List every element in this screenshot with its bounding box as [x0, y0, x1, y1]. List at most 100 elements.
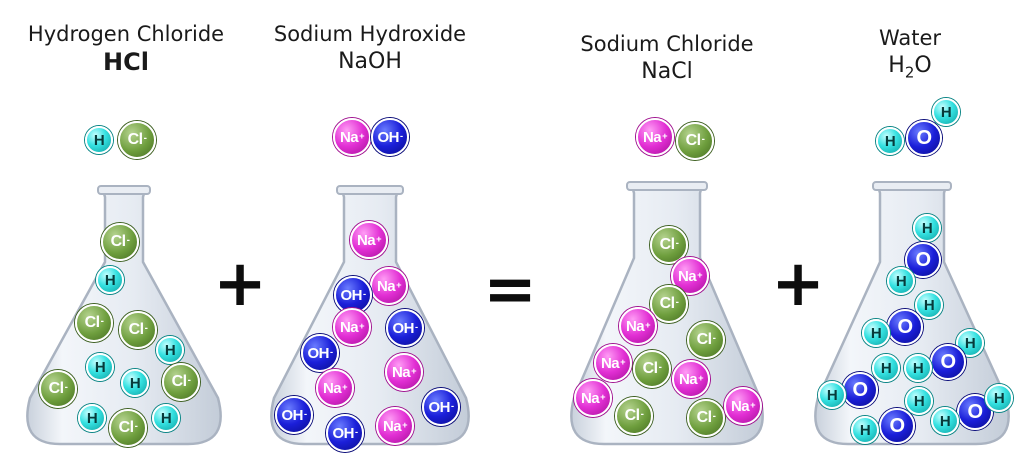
ion-symbol: Na: [625, 317, 645, 335]
hydroxide-ion: OH-: [301, 334, 339, 372]
heading-naoh: Sodium Hydroxide NaOH: [250, 20, 490, 76]
ion-symbol: Cl: [696, 409, 713, 426]
ion-symbol: OH: [340, 286, 362, 304]
chloride-ion: Cl-: [109, 409, 147, 447]
compound-name: Sodium Hydroxide: [273, 22, 467, 46]
ion-symbol: H: [826, 386, 838, 404]
ion-symbol: H: [86, 409, 98, 427]
ion-symbol: H: [880, 359, 892, 377]
oxygen-atom: O: [879, 408, 915, 444]
hydrogen-ion: H: [905, 387, 933, 415]
ion-symbol: O: [897, 315, 913, 338]
ion-symbol: O: [916, 126, 932, 149]
sodium-ion: Na+: [636, 118, 674, 156]
hydrogen-ion: H: [932, 98, 960, 126]
ion-symbol: OH: [332, 424, 354, 442]
ion-symbol: Na: [322, 379, 342, 397]
ion-symbol: H: [923, 296, 935, 314]
compound-formula: H2O: [888, 53, 932, 82]
heading-hcl: Hydrogen Chloride HCl: [6, 20, 246, 76]
ion-symbol: Cl: [696, 331, 713, 348]
ion-symbol: Cl: [624, 407, 641, 424]
hydrogen-ion: H: [851, 416, 879, 444]
ion-symbol: H: [129, 374, 141, 392]
compound-formula: HCl: [103, 48, 149, 76]
sodium-ion: Na+: [350, 221, 388, 259]
ion-symbol: Cl: [659, 236, 676, 253]
hydroxide-ion: OH-: [326, 414, 364, 452]
ion-symbol: O: [940, 350, 956, 373]
hydrogen-ion: H: [985, 384, 1013, 412]
oxygen-atom: O: [905, 242, 941, 278]
hydrogen-ion: H: [86, 353, 114, 381]
ion-symbol: OH: [307, 344, 329, 362]
chloride-ion: Cl-: [39, 370, 77, 408]
ion-symbol: Cl: [642, 360, 659, 377]
chloride-ion: Cl-: [118, 121, 156, 159]
compound-name: Water: [878, 26, 942, 50]
equals-sign: =: [483, 253, 537, 327]
plus-sign: +: [213, 247, 267, 321]
ion-symbol: Cl: [84, 314, 101, 331]
chloride-ion: Cl-: [162, 363, 200, 401]
sodium-ion: Na+: [574, 379, 612, 417]
hydrogen-ion: H: [96, 266, 124, 294]
hydrogen-ion: H: [913, 214, 941, 242]
ion-symbol: O: [852, 378, 868, 401]
hydroxide-ion: OH-: [422, 388, 460, 426]
ion-symbol: Na: [678, 370, 698, 388]
sodium-ion: Na+: [385, 353, 423, 391]
ion-symbol: Na: [356, 231, 376, 249]
ion-symbol: O: [915, 248, 931, 271]
ion-symbol: H: [913, 392, 925, 410]
hydrogen-ion: H: [152, 404, 180, 432]
hydroxide-ion: OH-: [334, 276, 372, 314]
oxygen-atom: O: [930, 344, 966, 380]
plus-sign: +: [771, 247, 825, 321]
ion-symbol: Cl: [118, 419, 135, 436]
oxygen-atom: O: [906, 120, 942, 156]
chloride-ion: Cl-: [687, 399, 725, 437]
ion-symbol: Na: [391, 363, 411, 381]
sodium-ion: Na+: [724, 387, 762, 425]
ion-symbol: Cl: [659, 295, 676, 312]
ion-symbol: O: [889, 414, 905, 437]
ion-symbol: Na: [580, 389, 600, 407]
ion-symbol: Na: [376, 277, 396, 295]
ion-symbol: Na: [730, 397, 750, 415]
ion-symbol: Na: [382, 417, 402, 435]
ion-symbol: H: [164, 341, 176, 359]
heading-nacl: Sodium Chloride NaCl: [547, 30, 787, 86]
chloride-ion: Cl-: [119, 311, 157, 349]
hydroxide-ion: OH-: [371, 118, 409, 156]
hydrogen-ion: H: [121, 369, 149, 397]
chloride-ion: Cl-: [687, 321, 725, 359]
heading-water: Water H2O: [790, 24, 1027, 86]
hydrogen-ion: H: [818, 381, 846, 409]
ion-symbol: OH: [281, 406, 303, 424]
ion-symbol: Na: [677, 267, 697, 285]
ion-symbol: H: [94, 358, 106, 376]
chloride-ion: Cl-: [650, 285, 688, 323]
hydrogen-ion: H: [862, 319, 890, 347]
hydrogen-ion: H: [85, 126, 113, 154]
hydroxide-ion: OH-: [275, 396, 313, 434]
ion-symbol: Na: [339, 128, 359, 146]
ion-symbol: H: [93, 131, 105, 149]
sodium-ion: Na+: [672, 360, 710, 398]
chloride-ion: Cl-: [101, 223, 139, 261]
hydroxide-ion: OH-: [386, 309, 424, 347]
ion-symbol: Cl: [171, 373, 188, 390]
hydrogen-ion: H: [931, 407, 959, 435]
ion-symbol: Na: [600, 354, 620, 372]
hydrogen-ion: H: [887, 267, 915, 295]
ion-symbol: Cl: [685, 132, 702, 149]
ion-symbol: H: [993, 389, 1005, 407]
sodium-ion: Na+: [370, 267, 408, 305]
chloride-ion: Cl-: [615, 397, 653, 435]
hydrogen-ion: H: [156, 336, 184, 364]
ion-symbol: H: [921, 219, 933, 237]
sodium-ion: Na+: [619, 307, 657, 345]
sodium-ion: Na+: [333, 118, 371, 156]
ion-symbol: H: [160, 409, 172, 427]
